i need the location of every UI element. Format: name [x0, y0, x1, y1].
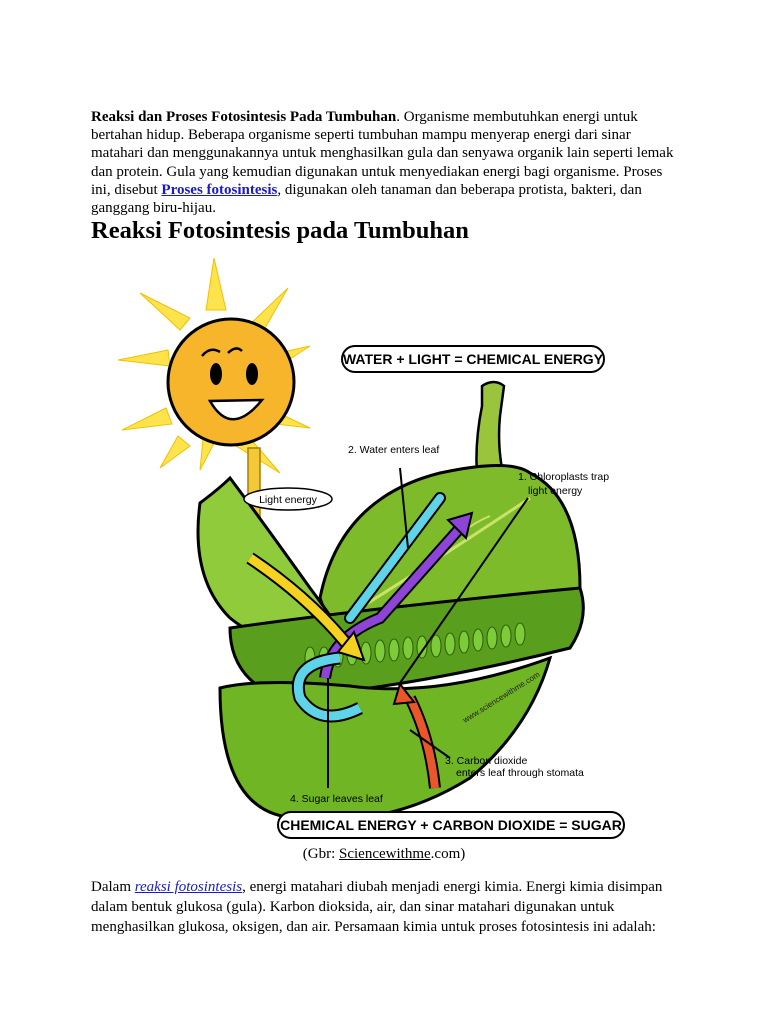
label-water-enters: 2. Water enters leaf	[348, 444, 439, 456]
figure-caption: (Gbr: Sciencewithme.com)	[0, 845, 768, 863]
label-chloroplasts-2: light energy	[528, 485, 583, 497]
intro-paragraph: Reaksi dan Proses Fotosintesis Pada Tumb…	[91, 108, 681, 217]
label-sugar-leaves: 4. Sugar leaves leaf	[290, 793, 383, 805]
label-light-energy: Light energy	[259, 494, 318, 506]
body-paragraph: Dalam reaksi fotosintesis, energi mataha…	[91, 877, 681, 937]
photosynthesis-figure: WATER + LIGHT = CHEMICAL ENERGY	[110, 258, 630, 843]
photosynthesis-process-link[interactable]: Proses fotosintesis	[161, 182, 277, 198]
sun-icon	[168, 319, 294, 445]
caption-source-link[interactable]: Sciencewithme	[339, 846, 431, 862]
caption-suffix: .com)	[431, 846, 466, 862]
bottom-equation: CHEMICAL ENERGY + CARBON DIOXIDE = SUGAR	[280, 817, 622, 833]
label-co2-1: 3. Carbon dioxide	[445, 755, 527, 767]
caption-prefix: (Gbr:	[303, 846, 339, 862]
top-equation: WATER + LIGHT = CHEMICAL ENERGY	[343, 351, 604, 367]
photosynthesis-reaction-link[interactable]: reaksi fotosintesis	[135, 879, 242, 895]
section-heading: Reaksi Fotosintesis pada Tumbuhan	[91, 215, 469, 247]
label-chloroplasts-1: 1. Chloroplasts trap	[518, 471, 609, 483]
para2-start: Dalam	[91, 879, 135, 895]
intro-title: Reaksi dan Proses Fotosintesis Pada Tumb…	[91, 109, 396, 125]
top-equation-box: WATER + LIGHT = CHEMICAL ENERGY	[342, 346, 604, 372]
label-co2-2: enters leaf through stomata	[456, 767, 584, 779]
bottom-equation-box: CHEMICAL ENERGY + CARBON DIOXIDE = SUGAR	[278, 812, 624, 838]
photosynthesis-illustration: WATER + LIGHT = CHEMICAL ENERGY	[110, 258, 630, 843]
